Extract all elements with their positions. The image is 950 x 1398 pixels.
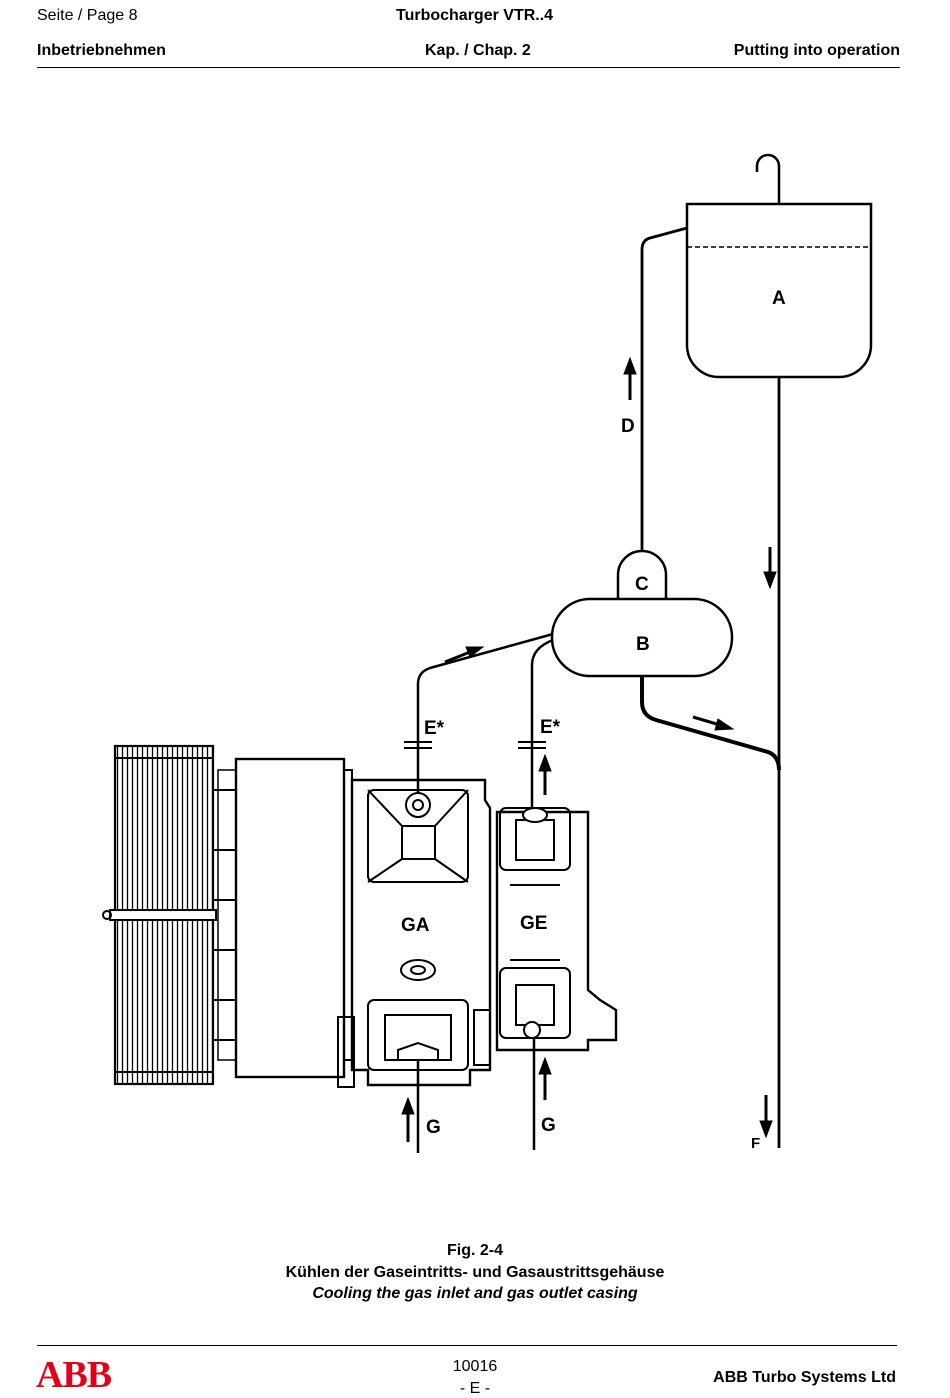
abb-logo: ABB	[36, 1354, 112, 1396]
label-ge: GE	[520, 913, 547, 934]
water-tank	[685, 153, 873, 379]
document-number: 10016	[452, 1358, 498, 1375]
flange-marks	[404, 741, 546, 749]
label-ga: GA	[401, 915, 430, 936]
label-d: D	[621, 416, 635, 437]
label-b: B	[636, 634, 650, 655]
figure-caption-en: Cooling the gas inlet and gas outlet cas…	[312, 1285, 638, 1302]
section-title-en: Putting into operation	[733, 42, 900, 59]
pipe-outlet	[640, 676, 781, 771]
page-number: Seite / Page 8	[37, 7, 138, 24]
label-g-left: G	[426, 1117, 441, 1138]
label-f: F	[751, 1135, 760, 1152]
figure-caption-de: Kühlen der Gaseintritts- und Gasaustritt…	[285, 1264, 665, 1281]
flow-arrows	[401, 356, 777, 1142]
pipe-d	[640, 226, 688, 550]
pipe-to-ge	[530, 638, 554, 808]
document-title: Turbocharger VTR..4	[396, 7, 554, 24]
edition: - E -	[459, 1380, 491, 1397]
label-e-left: E*	[424, 718, 445, 739]
section-title-de: Inbetriebnehmen	[37, 42, 166, 59]
label-e-right: E*	[540, 717, 561, 738]
label-c: C	[635, 574, 649, 595]
label-g-right: G	[541, 1115, 556, 1136]
figure-number: Fig. 2-4	[446, 1242, 503, 1259]
separator-c	[616, 549, 668, 606]
chapter-label: Kap. / Chap. 2	[425, 42, 531, 59]
label-a: A	[772, 288, 786, 309]
header-rule	[37, 67, 900, 68]
cooling-diagram: A D C B E* E* GA GE G G F	[102, 153, 873, 1153]
company-name: ABB Turbo Systems Ltd	[713, 1369, 896, 1386]
footer-rule	[37, 1345, 897, 1346]
pipe-to-ga	[416, 632, 554, 800]
turbocharger	[102, 744, 618, 1088]
